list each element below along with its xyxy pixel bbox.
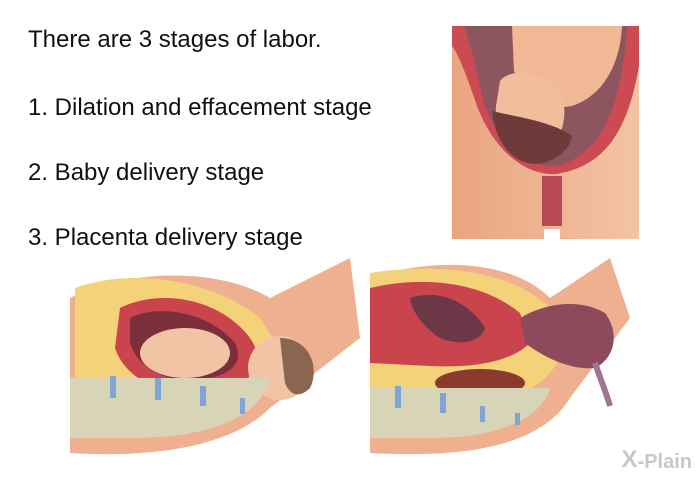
xplain-logo: X -Plain xyxy=(622,446,692,474)
xplain-logo-mark-icon: X xyxy=(621,446,638,473)
xplain-logo-text: -Plain xyxy=(637,451,692,473)
baby-delivery-illustration xyxy=(70,258,360,455)
stage-3-text: 3. Placenta delivery stage xyxy=(28,224,303,251)
dilation-illustration xyxy=(452,26,639,239)
intro-text: There are 3 stages of labor. xyxy=(28,26,322,53)
stage-2-text: 2. Baby delivery stage xyxy=(28,159,265,186)
placenta-delivery-illustration xyxy=(370,258,630,455)
stage-1-text: 1. Dilation and effacement stage xyxy=(28,94,372,121)
